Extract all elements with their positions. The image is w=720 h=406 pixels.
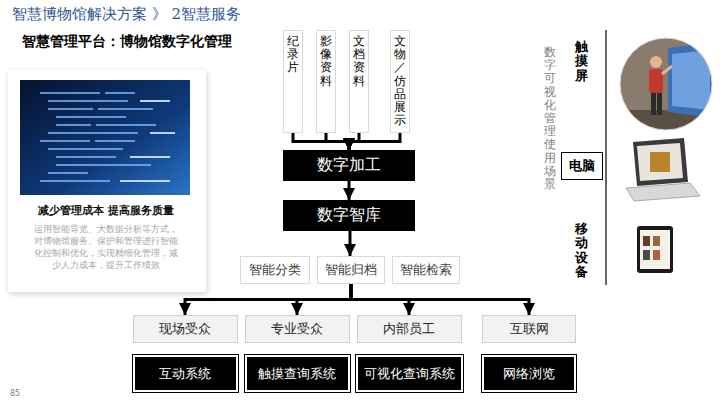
flow-arrow	[348, 181, 351, 200]
system-box: 互动系统	[133, 355, 238, 392]
device-label: 触摸屏	[575, 40, 588, 83]
box-text: 内部员工	[383, 320, 435, 338]
function-box: 智能归档	[317, 256, 385, 284]
audience-box: 内部员工	[357, 315, 462, 343]
box-text: 现场受众	[159, 320, 211, 338]
process-box: 数字加工	[283, 150, 415, 181]
box-text: 专业受众	[271, 320, 323, 338]
device-label: 移动设备	[575, 222, 588, 279]
function-box: 智能分类	[240, 256, 310, 284]
flow-arrow	[326, 133, 349, 150]
audience-box: 专业受众	[245, 315, 350, 343]
box-text: 纪录片	[287, 35, 299, 75]
source-box: 影像资料	[316, 30, 336, 133]
system-box: 可视化查询系统	[356, 355, 463, 392]
source-box: 文档资料	[349, 30, 369, 133]
box-text: 互动系统	[159, 365, 211, 383]
touchscreen-photo	[618, 36, 714, 134]
box-text: 可视化查询系统	[364, 365, 455, 383]
code-picture	[20, 80, 190, 195]
audience-box: 现场受众	[133, 315, 238, 343]
source-box: 纪录片	[283, 30, 303, 133]
source-box: 文物／仿品展示	[390, 30, 410, 133]
flow-arrow	[297, 284, 351, 315]
box-text: 数字加工	[317, 155, 381, 176]
audience-box: 互联网	[482, 315, 576, 343]
card-panel	[8, 70, 206, 292]
flow-arrow	[351, 284, 529, 315]
box-text: 触摸查询系统	[258, 365, 336, 383]
box-text: 智能归档	[325, 261, 377, 279]
function-box: 智能检索	[392, 256, 460, 284]
flow-arrow	[349, 231, 352, 256]
box-text: 智能检索	[400, 261, 452, 279]
process-box: 数字智库	[283, 200, 415, 231]
page-number: 85	[10, 389, 20, 398]
box-text: 智能分类	[249, 261, 301, 279]
flow-arrow	[293, 133, 349, 150]
system-box: 触摸查询系统	[245, 355, 350, 392]
box-text: 网络浏览	[503, 365, 555, 383]
tablet-picture	[637, 226, 673, 273]
box-text: 影像资料	[320, 35, 332, 88]
box-text: 互联网	[510, 320, 549, 338]
system-box: 网络浏览	[482, 355, 576, 392]
box-text: 文物／仿品展示	[394, 35, 406, 127]
summary-card: 减少管理成本 提高服务质量运用智能导览、大数据分析等方式，对博物馆服务、保护和管…	[14, 203, 198, 272]
box-text: 电脑	[569, 157, 595, 175]
box-text: 数字智库	[317, 205, 381, 226]
page-title: 智慧博物馆解决方案 》 2智慧服务	[12, 5, 241, 24]
box-text: 文档资料	[353, 35, 365, 88]
laptop-picture	[626, 138, 700, 201]
divider-line	[605, 30, 607, 285]
card-heading: 减少管理成本 提高服务质量	[14, 203, 198, 218]
subtitle: 智慧管理平台：博物馆数字化管理	[22, 33, 232, 51]
card-body: 运用智能导览、大数据分析等方式，对博物馆服务、保护和管理进行智能化控制和优化，实…	[31, 224, 181, 272]
flow-arrow	[349, 133, 400, 150]
device-box: 电脑	[561, 152, 603, 180]
side-caption: 数字可视化管理使用场景	[544, 46, 556, 191]
flow-arrow	[185, 284, 351, 315]
